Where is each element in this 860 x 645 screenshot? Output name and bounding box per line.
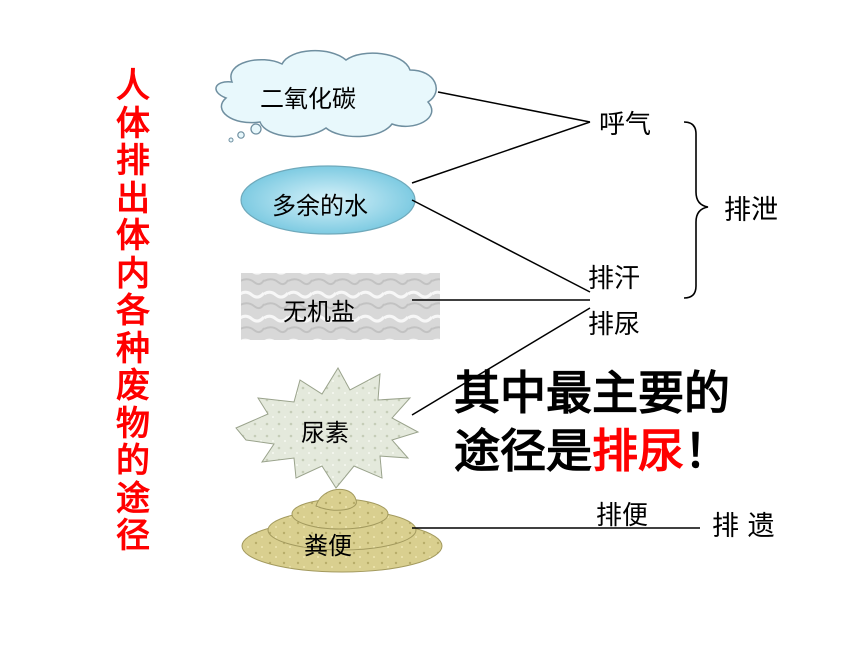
urinate-label: 排尿 xyxy=(588,310,641,340)
water-label: 多余的水 xyxy=(272,192,368,220)
title-char: 种 xyxy=(116,328,150,369)
highlight-line-2: 途径是排尿！ xyxy=(454,424,730,478)
urea-label: 尿素 xyxy=(301,419,349,447)
title-char: 废 xyxy=(116,366,150,406)
co2-label: 二氧化碳 xyxy=(260,85,356,113)
connector-lines xyxy=(411,91,700,529)
title-char: 各 xyxy=(116,291,150,331)
highlight-emphasis: 排尿 xyxy=(592,424,684,478)
feces-label: 粪便 xyxy=(304,532,352,560)
title-char: 内 xyxy=(116,253,150,294)
urea-burst-shape xyxy=(235,367,420,489)
feces-mound-shape xyxy=(241,488,443,573)
title-char: 的 xyxy=(116,441,150,481)
title-char: 径 xyxy=(116,516,150,556)
title-char: 出 xyxy=(116,178,150,219)
vertical-title: 人体排出体内各种废物的途径 xyxy=(108,66,158,556)
defecate-label: 排便 xyxy=(596,501,649,531)
exhale-label: 呼气 xyxy=(599,110,652,140)
salt-label: 无机盐 xyxy=(283,298,355,326)
title-char: 体 xyxy=(116,103,150,144)
title-char: 人 xyxy=(116,66,150,106)
salt-rect-shape xyxy=(241,273,440,340)
highlight-prefix: 途径是 xyxy=(454,424,592,478)
title-char: 排 xyxy=(116,141,150,181)
excretion-label: 排泄 xyxy=(724,195,778,226)
highlight-suffix: ！ xyxy=(684,424,730,478)
title-char: 体 xyxy=(116,216,150,256)
excretion-brace xyxy=(683,121,709,299)
title-char: 物 xyxy=(116,403,150,444)
egestion-label: 排 遗 xyxy=(712,511,775,542)
sweat-label: 排汗 xyxy=(588,264,641,294)
highlight-line-1: 其中最主要的 xyxy=(454,366,730,420)
title-char: 途 xyxy=(116,478,150,519)
water-ellipse-shape xyxy=(240,165,416,235)
co2-cloud-shape xyxy=(215,49,437,143)
